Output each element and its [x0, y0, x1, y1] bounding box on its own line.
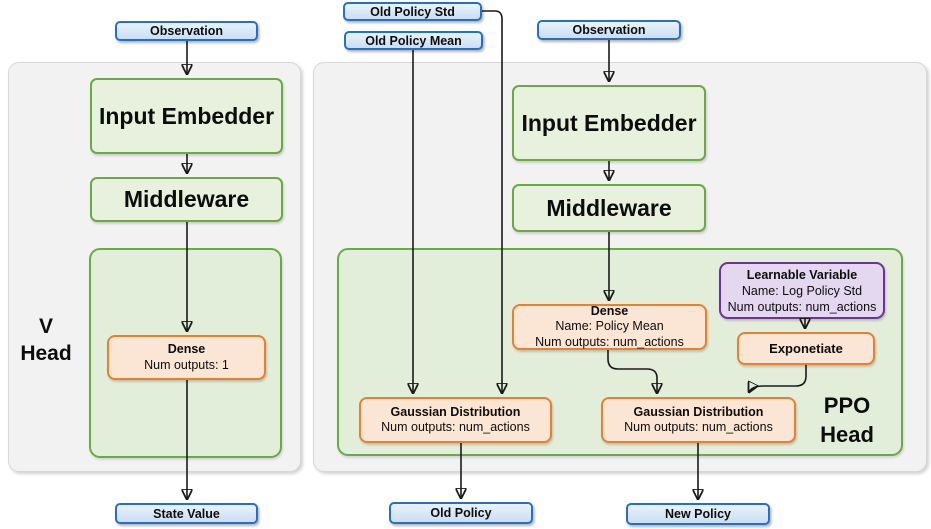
learnable-variable-title: Learnable Variable	[746, 267, 858, 282]
observation-right-node: Observation	[537, 20, 681, 40]
old-policy-node: Old Policy	[389, 502, 533, 524]
old-policy-std-label: Old Policy Std	[370, 4, 455, 19]
v-input-embedder-box: Input Embedder	[90, 78, 283, 154]
ppo-dense-num-outputs: Num outputs: num_actions	[535, 334, 684, 349]
observation-right-label: Observation	[572, 23, 646, 37]
ppo-dense-box: Dense Name: Policy Mean Num outputs: num…	[512, 304, 707, 350]
ppo-middleware-box: Middleware	[512, 184, 706, 232]
gaussian-distribution-old-box: Gaussian Distribution Num outputs: num_a…	[359, 397, 552, 443]
exponetiate-box: Exponetiate	[737, 332, 875, 365]
new-policy-label: New Policy	[665, 507, 731, 521]
v-middleware-label: Middleware	[123, 186, 250, 212]
v-head-label: V Head	[10, 313, 82, 367]
gaussian-old-num-outputs: Num outputs: num_actions	[381, 420, 530, 434]
gaussian-distribution-new-box: Gaussian Distribution Num outputs: num_a…	[601, 397, 796, 443]
ppo-head-label: PPO Head	[808, 391, 886, 449]
exponetiate-label: Exponetiate	[769, 340, 843, 356]
learnable-variable-name: Name: Log Policy Std	[741, 283, 863, 298]
v-dense-title: Dense	[167, 342, 206, 356]
ppo-head-label-line1: PPO	[823, 393, 871, 418]
state-value-label: State Value	[153, 506, 220, 521]
old-policy-label: Old Policy	[430, 506, 492, 520]
ppo-head-label-line2: Head	[820, 422, 874, 447]
observation-left-node: Observation	[115, 21, 258, 41]
learnable-variable-num-outputs: Num outputs: num_actions	[727, 299, 877, 314]
v-input-embedder-label: Input Embedder	[98, 102, 275, 129]
ppo-input-embedder-label: Input Embedder	[521, 109, 697, 136]
v-middleware-box: Middleware	[90, 177, 283, 222]
gaussian-new-num-outputs: Num outputs: num_actions	[624, 420, 773, 434]
observation-left-label: Observation	[150, 24, 223, 38]
old-policy-std-node: Old Policy Std	[343, 2, 482, 21]
learnable-variable-box: Learnable Variable Name: Log Policy Std …	[719, 262, 885, 319]
old-policy-mean-label: Old Policy Mean	[365, 33, 462, 48]
v-dense-num-outputs: Num outputs: 1	[144, 357, 229, 372]
v-head-label-line2: Head	[20, 342, 72, 365]
ppo-input-embedder-box: Input Embedder	[512, 85, 706, 161]
gaussian-new-title: Gaussian Distribution	[633, 404, 764, 419]
ppo-middleware-label: Middleware	[546, 194, 672, 221]
v-head-label-line1: V	[38, 315, 53, 338]
ppo-dense-name: Name: Policy Mean	[555, 319, 664, 334]
gaussian-old-title: Gaussian Distribution	[390, 404, 521, 419]
v-dense-box: Dense Num outputs: 1	[107, 335, 266, 380]
ppo-dense-title: Dense	[590, 303, 629, 318]
new-policy-node: New Policy	[626, 503, 770, 525]
old-policy-mean-node: Old Policy Mean	[344, 31, 483, 50]
state-value-node: State Value	[115, 503, 258, 524]
